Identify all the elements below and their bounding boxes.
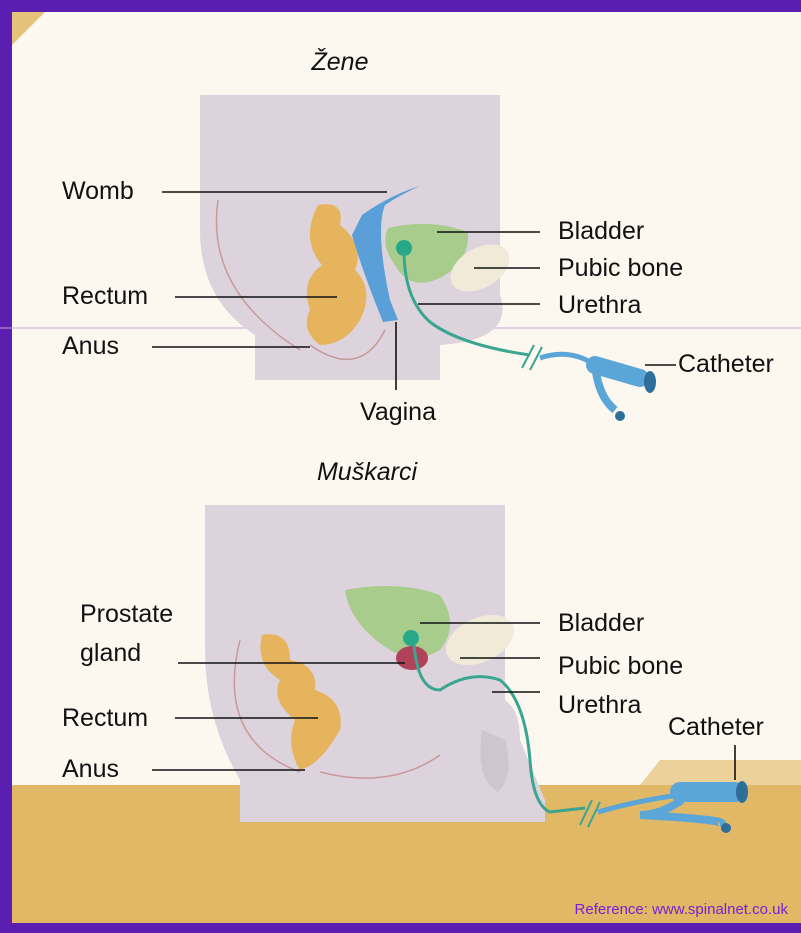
female-pubic-bone-label: Pubic bone	[558, 254, 683, 282]
female-catheter-port	[644, 371, 656, 393]
male-pubic-bone-label: Pubic bone	[558, 652, 683, 680]
male-rectum-label: Rectum	[62, 704, 148, 732]
male-catheter-label: Catheter	[668, 713, 764, 741]
female-catheter-valve	[615, 411, 625, 421]
footer-corner-decoration	[640, 760, 801, 785]
female-catheter-label: Catheter	[678, 350, 774, 378]
vagina-label: Vagina	[360, 398, 436, 426]
male-catheter-port	[736, 781, 748, 803]
male-bladder-label: Bladder	[558, 609, 644, 637]
reference-text: Reference: www.spinalnet.co.uk	[575, 901, 789, 918]
male-anus-label: Anus	[62, 755, 119, 783]
male-catheter-valve	[721, 823, 731, 833]
prostate-gland	[396, 646, 428, 670]
female-catheter-body	[595, 365, 640, 378]
female-bladder-label: Bladder	[558, 217, 644, 245]
womb-label: Womb	[62, 177, 134, 205]
prostate-label-line1: Prostate	[80, 600, 173, 628]
female-rectum-label: Rectum	[62, 282, 148, 310]
female-urethra-label: Urethra	[558, 291, 641, 319]
male-catheter-balloon	[403, 630, 419, 646]
female-anus-label: Anus	[62, 332, 119, 360]
male-urethra-label: Urethra	[558, 691, 641, 719]
prostate-label-line2: gland	[80, 639, 141, 667]
female-catheter-balloon	[396, 240, 412, 256]
female-title: Žene	[311, 47, 369, 76]
male-title: Muškarci	[317, 458, 418, 486]
